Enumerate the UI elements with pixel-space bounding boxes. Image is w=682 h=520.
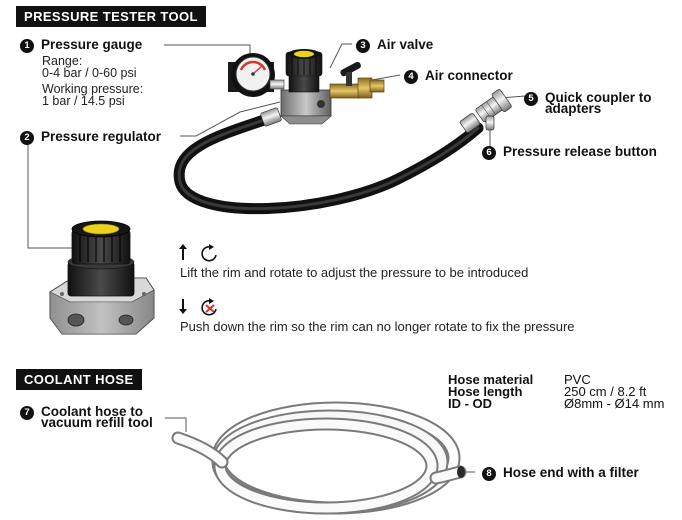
- gauge-working-value: 1 bar / 14.5 psi: [42, 94, 125, 108]
- instruction-lift: Lift the rim and rotate to adjust the pr…: [180, 265, 529, 280]
- lift-rotate-icons: [178, 243, 222, 268]
- callout-air-connector: 4 Air connector: [404, 68, 513, 84]
- callout-number: 8: [482, 467, 496, 481]
- spec-value: PVC: [564, 372, 591, 387]
- gauge-range-title: Range:: [42, 54, 83, 68]
- callout-air-valve: 3 Air valve: [356, 37, 433, 53]
- callout-label: Hose end with a filter: [503, 465, 639, 480]
- spec-key: ID - OD: [448, 396, 493, 411]
- callout-label: Coolant hose to: [41, 404, 143, 419]
- rotate-icon: [201, 244, 217, 262]
- callout-number: 2: [20, 131, 34, 145]
- callout-quick-coupler: 5 Quick coupler to: [524, 90, 652, 106]
- section-header-tester: PRESSURE TESTER TOOL: [16, 6, 206, 27]
- callout-number: 6: [482, 146, 496, 160]
- section-header-hose: COOLANT HOSE: [16, 369, 142, 390]
- air-valve-assembly: [329, 61, 385, 99]
- callout-coolant-hose-line2: vacuum refill tool: [41, 415, 153, 430]
- instruction-push: Push down the rim so the rim can no long…: [180, 319, 575, 334]
- callout-pressure-gauge: 1 Pressure gauge: [20, 37, 142, 53]
- callout-pressure-regulator: 2 Pressure regulator: [20, 129, 161, 145]
- callout-number: 7: [20, 406, 34, 420]
- gauge-range-value: 0-4 bar / 0-60 psi: [42, 66, 137, 80]
- pressure-regulator-large: [49, 220, 155, 335]
- hose-spec-row-diameter: ID - OD Ø8mm - Ø14 mm: [448, 395, 664, 411]
- quick-coupler: [475, 89, 512, 131]
- gauge-working-title: Working pressure:: [42, 82, 144, 96]
- callout-coolant-hose: 7 Coolant hose to: [20, 404, 143, 420]
- callout-label: Pressure release button: [503, 144, 657, 159]
- callout-label: Air valve: [377, 37, 434, 52]
- hose-filter-end: [457, 466, 465, 478]
- arrow-up-icon: [179, 244, 217, 262]
- no-rotate-icon: [201, 298, 217, 316]
- callout-pressure-release-button: 6 Pressure release button: [482, 144, 657, 160]
- callout-label: Air connector: [425, 68, 513, 83]
- callout-number: 3: [356, 39, 370, 53]
- push-lock-icons: [178, 297, 222, 322]
- spec-value: 250 cm / 8.2 ft: [564, 384, 647, 399]
- spec-value: Ø8mm - Ø14 mm: [564, 396, 665, 411]
- hose-spec-row-length: Hose length 250 cm / 8.2 ft: [448, 383, 664, 399]
- callout-quick-coupler-line2: adapters: [545, 101, 602, 116]
- arrow-down-icon: [179, 298, 217, 316]
- coolant-hose-coil: [171, 401, 467, 515]
- callout-label: Pressure gauge: [41, 37, 143, 52]
- spec-key: Hose material: [448, 372, 534, 387]
- callout-label: Pressure regulator: [41, 129, 162, 144]
- callout-label: Quick coupler to: [545, 90, 652, 105]
- pressure-gauge: [228, 53, 285, 97]
- callout-number: 1: [20, 39, 34, 53]
- hose-spec-row-material: Hose material PVC: [448, 371, 664, 387]
- callout-number: 5: [524, 92, 538, 106]
- spec-key: Hose length: [448, 384, 523, 399]
- hose-spec-table: Hose material PVC Hose length 250 cm / 8.2…: [448, 371, 664, 411]
- callout-number: 4: [404, 70, 418, 84]
- callout-hose-end-filter: 8 Hose end with a filter: [482, 465, 639, 481]
- regulator-top: [280, 49, 332, 125]
- tester-hose: [173, 112, 484, 215]
